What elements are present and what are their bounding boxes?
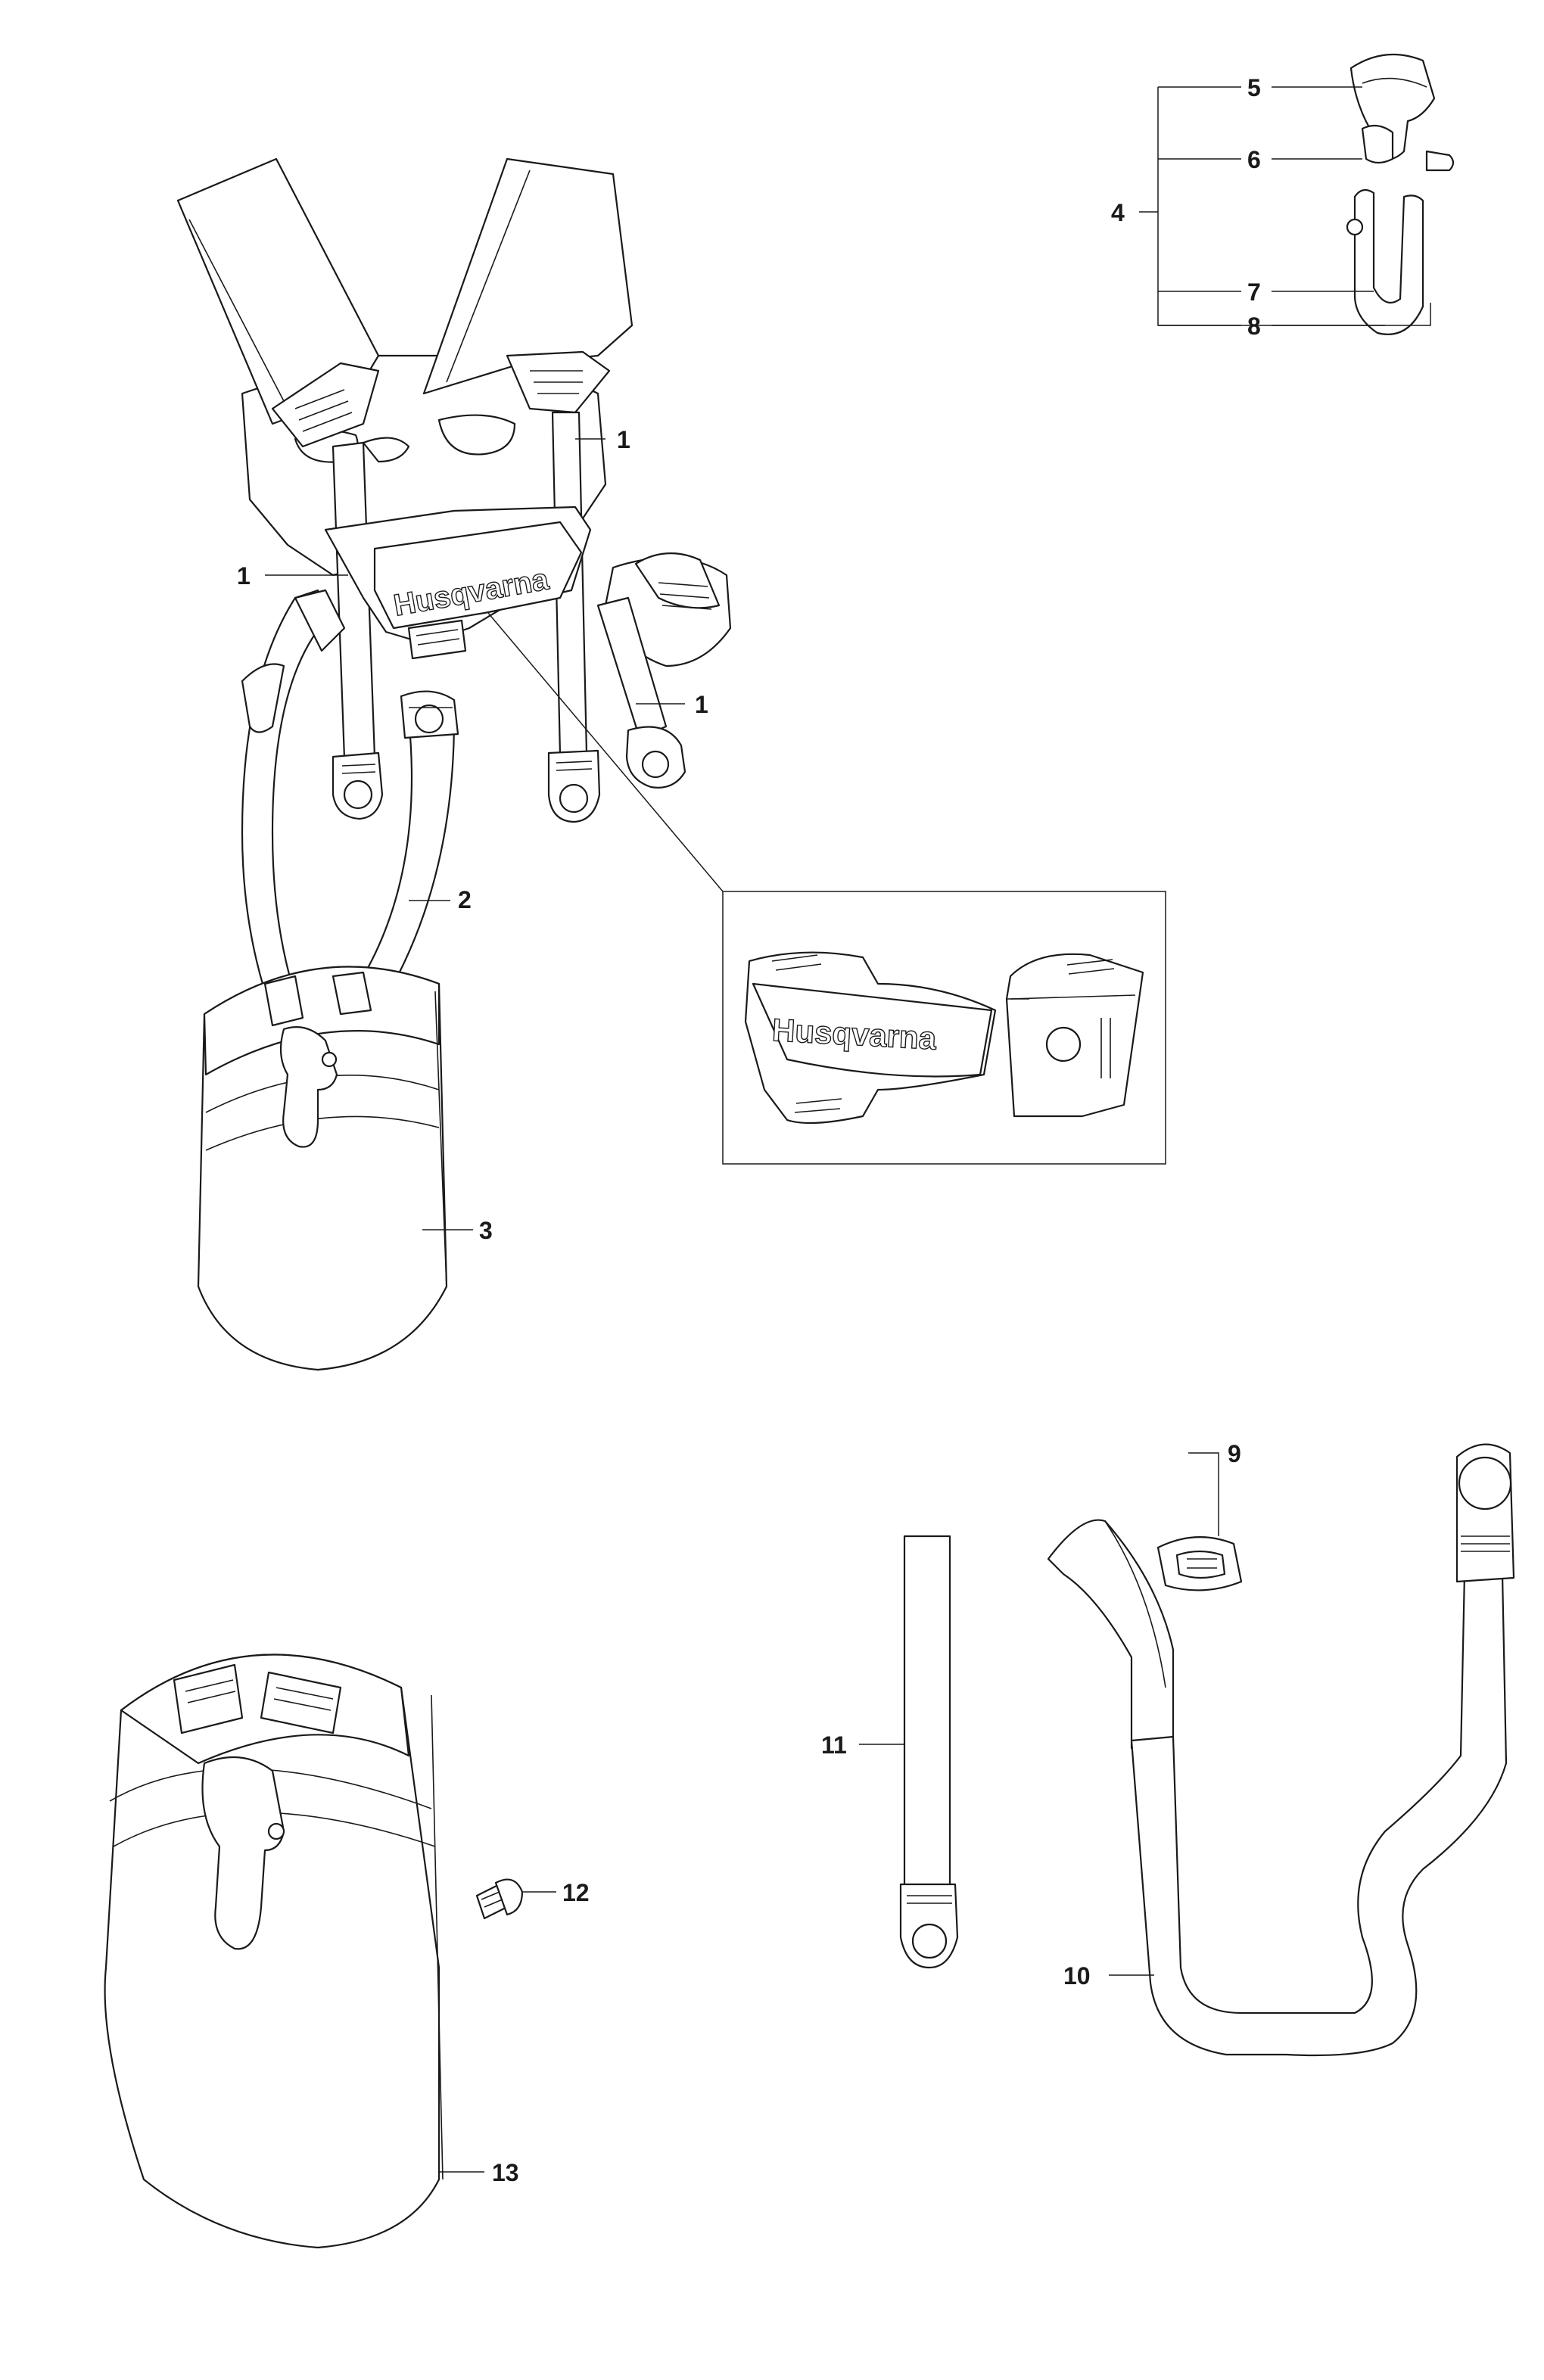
callout-2: 2	[458, 886, 472, 913]
callout-8: 8	[1247, 313, 1261, 340]
right-shoulder-strap	[422, 157, 633, 395]
strap-10-body	[1130, 1573, 1508, 2057]
leader-lines	[265, 86, 1431, 2173]
callout-labels: 1 1 1 2 3 4 5 6 7 8 9 10 11 12 13	[237, 74, 1261, 2186]
callout-3: 3	[479, 1217, 493, 1244]
callout-1c: 1	[695, 691, 708, 718]
brand-pad	[373, 521, 583, 630]
screw-12	[475, 1878, 524, 1920]
callout-1a: 1	[617, 426, 630, 453]
callout-10: 10	[1063, 1962, 1091, 1990]
detail-inset: Husqvarna	[487, 612, 1166, 1165]
callout-11: 11	[821, 1731, 847, 1759]
callout-4: 4	[1111, 199, 1125, 226]
buckle-9	[1156, 1536, 1243, 1591]
callout-13: 13	[492, 2159, 519, 2186]
hook-pin	[1425, 150, 1455, 172]
strap-10	[1047, 1443, 1515, 2057]
inset-brand-logo: Husqvarna	[771, 1012, 938, 1056]
hook-loop	[1353, 188, 1424, 335]
callout-1b: 1	[237, 562, 251, 590]
bag-13-hook	[201, 1756, 285, 1950]
callout-12: 12	[562, 1879, 590, 1906]
tool-bag-13	[104, 1654, 444, 2249]
callout-9: 9	[1228, 1440, 1241, 1467]
hook-spring	[1361, 124, 1394, 164]
left-strap-buckle	[271, 362, 380, 448]
hook-assembly	[1346, 53, 1455, 335]
harness-assembly: Husqvarna	[176, 157, 732, 1016]
callout-6: 6	[1247, 146, 1261, 173]
callout-7: 7	[1247, 278, 1261, 306]
tool-bag-upper	[197, 966, 448, 1371]
callout-5: 5	[1247, 74, 1261, 101]
strap-11	[899, 1535, 959, 1969]
front-strap-left	[241, 589, 327, 1016]
detail-inset-frame	[722, 891, 1166, 1165]
